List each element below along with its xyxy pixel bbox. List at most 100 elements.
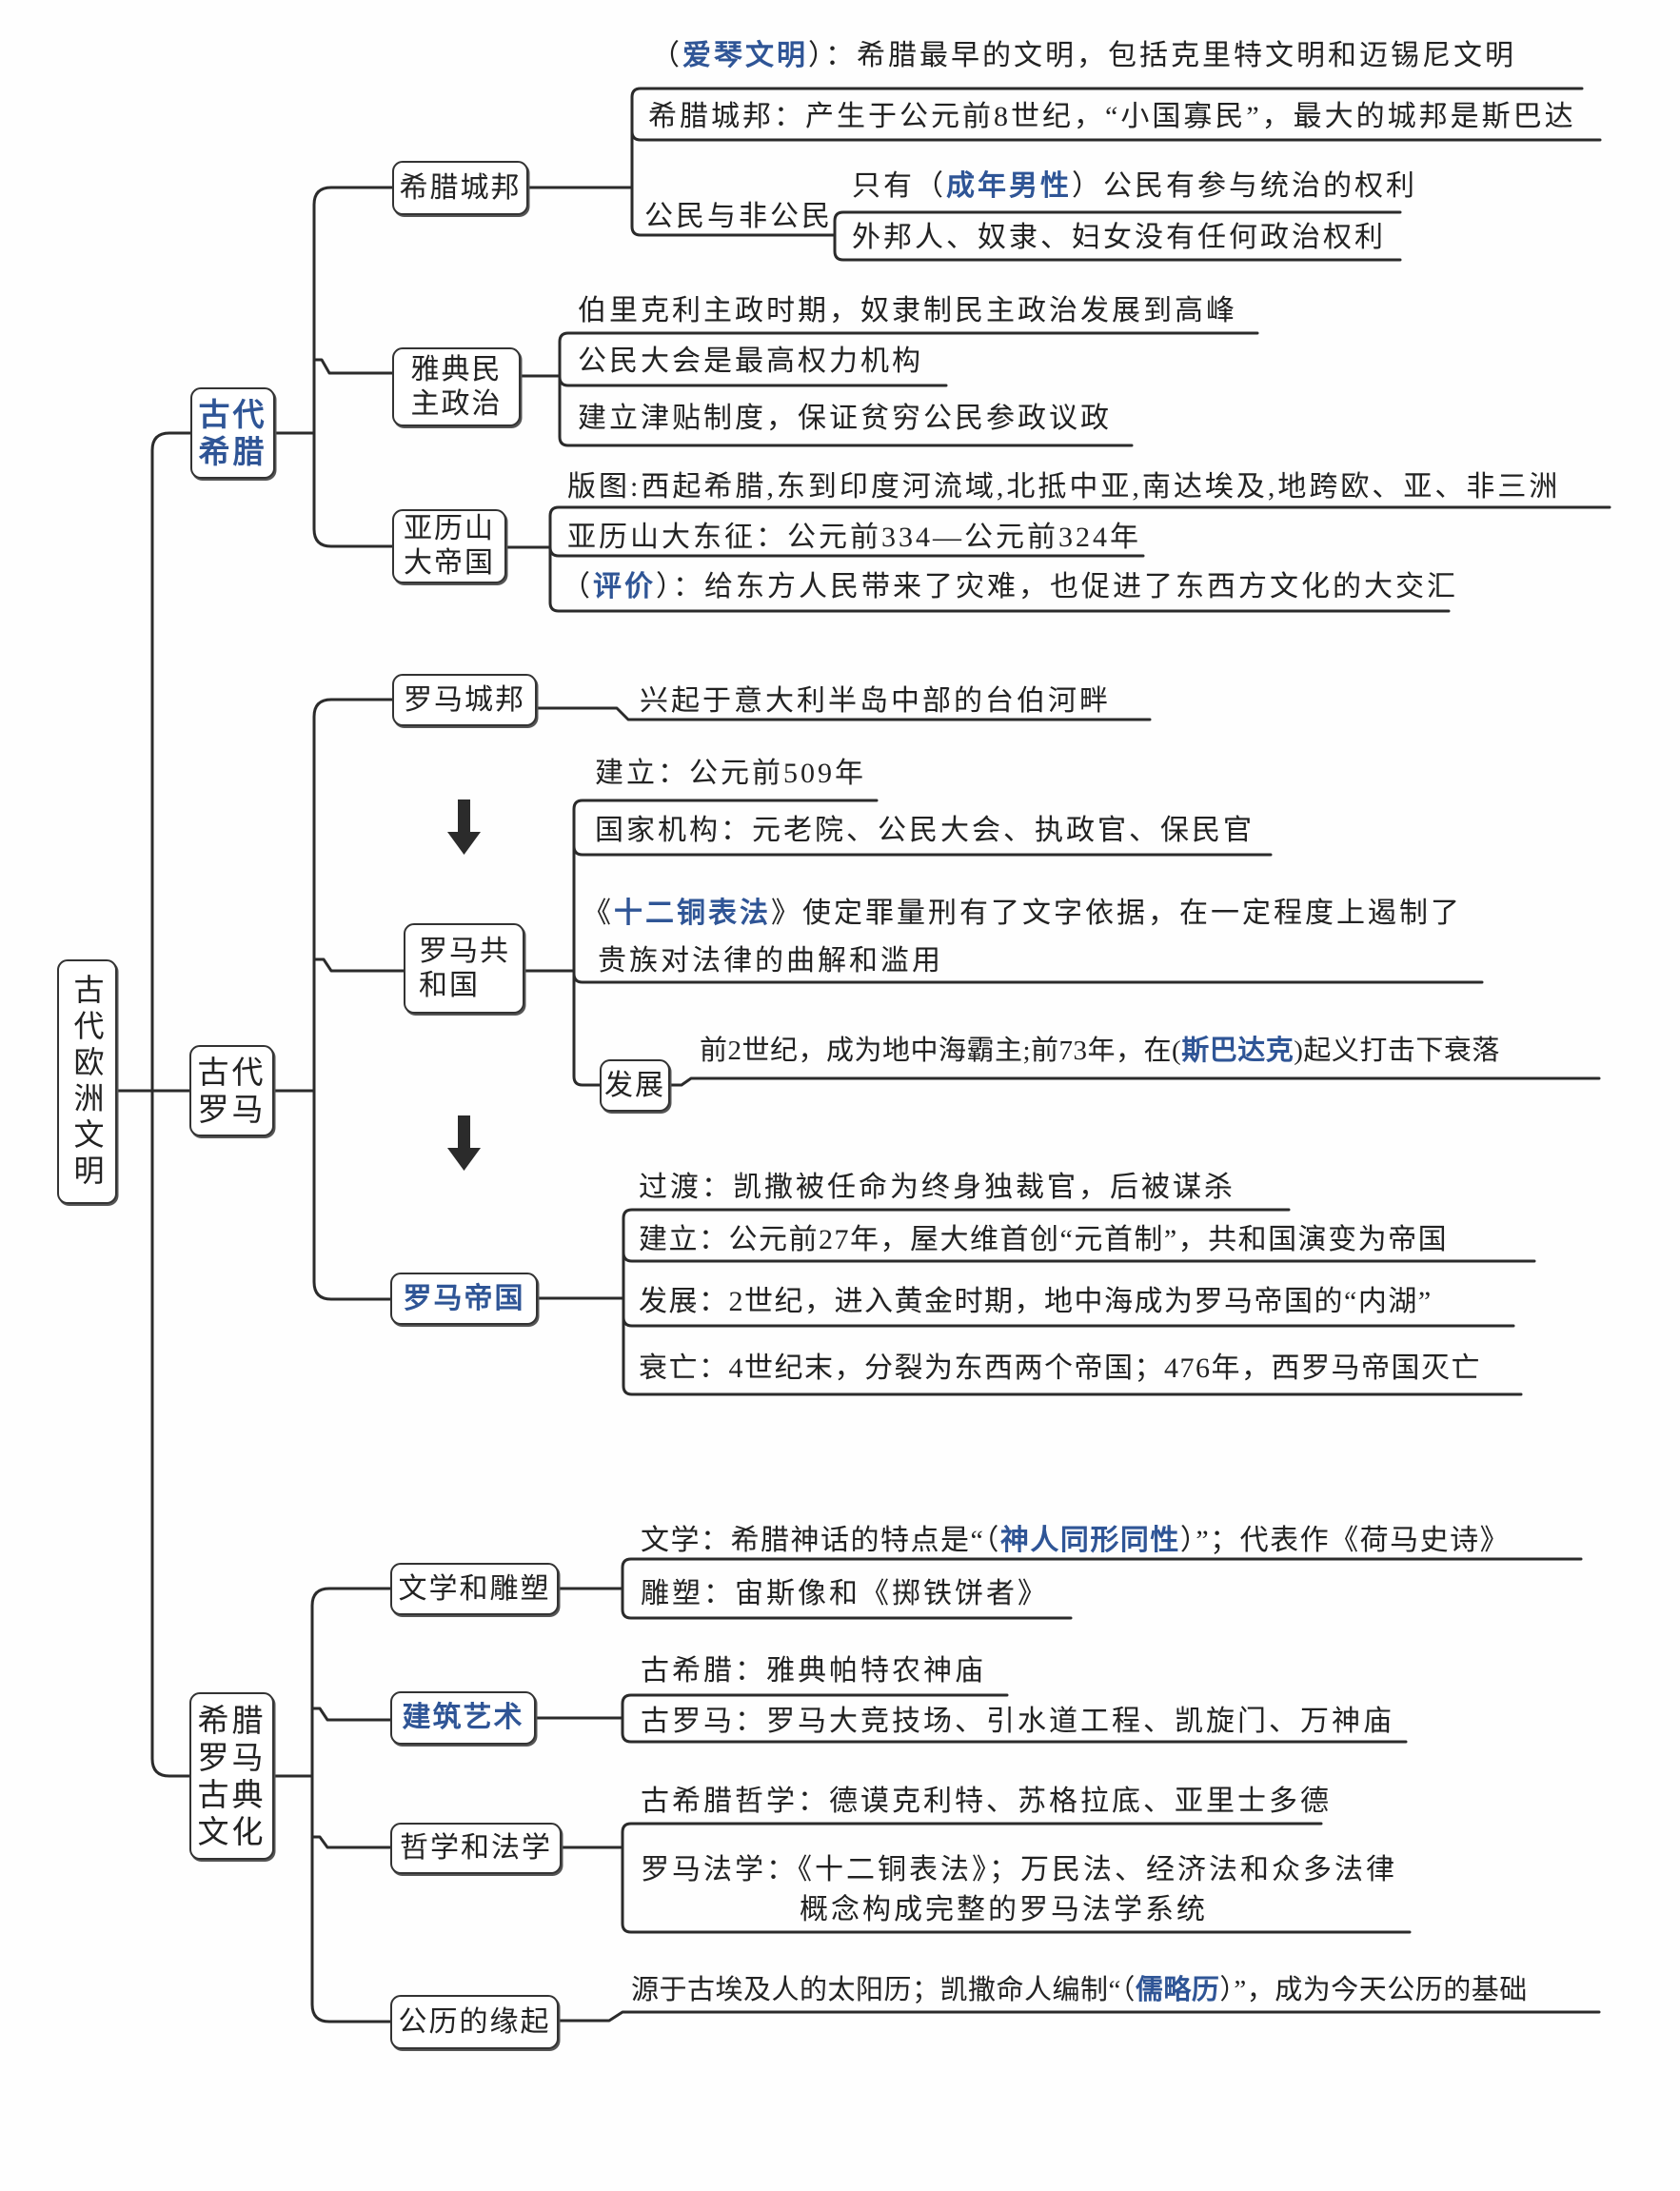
- node-ancient-rome: 古代 罗马: [189, 1045, 274, 1136]
- node-roman-city-state: 罗马城邦: [392, 674, 537, 726]
- leaf-empire-item: 过渡：凯撒被任命为终身独裁官，后被谋杀: [639, 1172, 1235, 1203]
- node-label: 发展: [604, 1068, 665, 1102]
- leaf-literature: 文学：希腊神话的特点是“（神人同形同性）”；代表作《荷马史诗》: [641, 1522, 1510, 1560]
- empire-bracket: [622, 1208, 1523, 1396]
- node-label-line: 希腊: [197, 1702, 267, 1739]
- leaf-text: 前2世纪，成为地中海霸主;前73年，在(: [700, 1036, 1182, 1066]
- node-roman-republic: 罗马共 和国: [404, 923, 524, 1014]
- node-greek-city-states: 希腊城邦: [392, 161, 528, 215]
- leaf-alexander-territory: 版图:西起希腊,东到印度河流域,北抵中亚,南达埃及,地跨欧、亚、非三洲: [567, 471, 1561, 503]
- greek-city-underline: [630, 129, 1602, 142]
- athens-underline: [558, 375, 948, 387]
- athens-branch: [312, 358, 394, 375]
- republic-underline: [572, 972, 1484, 984]
- leaf-twelve-tables-line2: 贵族对法律的曲解和滥用: [598, 945, 943, 977]
- highlight-answer: 成年男性: [946, 169, 1072, 203]
- node-label: 公历的缘起: [398, 2004, 551, 2039]
- root-node: 古代欧洲文明: [57, 959, 117, 1204]
- leaf-text: ）：希腊最早的文明，包括克里特文明和迈锡尼文明: [808, 40, 1516, 71]
- philosophy-bracket: [621, 1822, 1412, 1934]
- leaf-text: )起义打击下衰落: [1294, 1036, 1500, 1066]
- node-label-line: 古代: [198, 396, 267, 433]
- leaf-sculpture: 雕塑：宙斯像和《掷铁饼者》: [641, 1578, 1049, 1609]
- alexander-bracket: [548, 505, 1611, 613]
- leaf-polis: 希腊城邦：产生于公元前8世纪，“小国寡民”，最大的城邦是斯巴达: [648, 101, 1576, 132]
- leaf-republic-institutions: 国家机构：元老院、公民大会、执政官、保民官: [595, 815, 1255, 846]
- highlight-answer: 十二铜表法: [614, 897, 771, 930]
- highlight-answer: 斯巴达克: [1181, 1034, 1295, 1066]
- node-label-line: 希腊: [198, 433, 267, 470]
- leaf-text: （: [651, 40, 682, 71]
- node-classical-culture: 希腊 罗马 古典 文化: [189, 1692, 274, 1860]
- node-label-line: 文化: [197, 1813, 267, 1850]
- highlight-answer: 儒略历: [1135, 1973, 1220, 2005]
- leaf-text: ）”，成为今天公历的基础: [1219, 1975, 1528, 2005]
- leaf-text: ）：给东方人民带来了灾难，也促进了东西方文化的大交汇: [656, 571, 1458, 602]
- leaf-rome-origin: 兴起于意大利半岛中部的台伯河畔: [640, 685, 1111, 717]
- node-philosophy-law: 哲学和法学: [390, 1823, 562, 1874]
- node-label-line: 大帝国: [404, 546, 495, 580]
- architecture-branch: [310, 1707, 392, 1722]
- leaf-roman-law: 罗马法学：《十二铜表法》；万民法、经济法和众多法律: [641, 1854, 1397, 1885]
- leaf-non-citizens: 外邦人、奴隶、妇女没有任何政治权利: [852, 222, 1386, 253]
- node-republic-development: 发展: [600, 1059, 670, 1112]
- leaf-text: 文学：希腊神话的特点是“（: [641, 1525, 1000, 1556]
- node-label-line: 古典: [197, 1776, 267, 1813]
- leaf-alexander-campaign: 亚历山大东征：公元前334—公元前324年: [567, 522, 1141, 553]
- philosophy-branch: [310, 1835, 392, 1849]
- greek-city-bracket: [630, 87, 1584, 237]
- leaf-philosophy: 古希腊哲学：德谟克利特、苏格拉底、亚里士多德: [641, 1786, 1332, 1817]
- republic-branch: [312, 957, 405, 973]
- node-label: 哲学和法学: [400, 1831, 552, 1865]
- node-label-line: 罗马共: [419, 934, 510, 968]
- leaf-republic-development: 前2世纪，成为地中海霸主;前73年，在(斯巴达克)起义打击下衰落: [700, 1031, 1500, 1070]
- development-underline: [668, 1076, 1601, 1087]
- leaf-empire-item: 建立：公元前27年，屋大维首创“元首制”，共和国演变为帝国: [639, 1224, 1449, 1255]
- main-spine: [150, 431, 192, 1778]
- leaf-architecture-greek: 古希腊：雅典帕特农神庙: [641, 1655, 986, 1687]
- citizens-bracket: [833, 210, 1402, 262]
- leaf-citizens-label: 公民与非公民: [644, 201, 833, 232]
- highlight-answer: 爱琴文明: [682, 39, 808, 72]
- alexander-underline: [548, 545, 1145, 558]
- highlight-answer: 评价: [593, 570, 656, 603]
- leaf-empire-item: 发展：2世纪，进入黄金时期，地中海成为罗马帝国的“内湖”: [639, 1286, 1433, 1317]
- leaf-text: 《: [583, 898, 614, 929]
- leaf-twelve-tables: 《十二铜表法》使定罪量刑有了文字依据，在一定程度上遏制了: [583, 895, 1462, 933]
- node-ancient-greece: 古代 希腊: [190, 387, 275, 479]
- leaf-text: 源于古埃及人的太阳历；凯撒命人编制“（: [631, 1975, 1136, 2005]
- leaf-text: ）公民有参与统治的权利: [1072, 170, 1417, 202]
- node-label-line: 和国: [419, 968, 480, 1002]
- node-label-line: 主政治: [410, 386, 503, 421]
- rome-spine: [312, 698, 394, 1301]
- down-arrow-icon: [447, 799, 481, 855]
- root-label: 古代欧洲文明: [69, 973, 106, 1191]
- leaf-text: 》使定罪量刑有了文字依据，在一定程度上遏制了: [771, 898, 1462, 929]
- leaf-empire-item: 衰亡：4世纪末，分裂为东西两个帝国；476年，西罗马帝国灭亡: [639, 1352, 1481, 1384]
- leaf-athens-item: 公民大会是最高权力机构: [578, 345, 923, 377]
- node-label: 罗马城邦: [404, 682, 525, 717]
- node-calendar-origin: 公历的缘起: [390, 1995, 559, 2049]
- leaf-alexander-evaluation: （评价）：给东方人民带来了灾难，也促进了东西方文化的大交汇: [562, 568, 1458, 606]
- node-label-line: 亚历山: [404, 512, 495, 545]
- republic-underline: [572, 844, 1273, 857]
- node-literature-sculpture: 文学和雕塑: [390, 1563, 559, 1615]
- node-label: 建筑艺术: [402, 1701, 524, 1734]
- leaf-athens-item: 建立津贴制度，保证贫穷公民参政议政: [578, 403, 1112, 434]
- down-arrow-icon: [447, 1115, 481, 1171]
- node-label-line: 雅典民: [410, 352, 503, 386]
- leaf-calendar-origin: 源于古埃及人的太阳历；凯撒命人编制“（儒略历）”，成为今天公历的基础: [631, 1970, 1528, 2009]
- republic-bracket: [572, 799, 879, 1087]
- greece-spine: [312, 186, 394, 548]
- rome-city-underline: [535, 706, 1152, 721]
- leaf-roman-law-line2: 概念构成完整的罗马法学系统: [800, 1894, 1208, 1925]
- node-roman-empire: 罗马帝国: [390, 1273, 538, 1325]
- calendar-underline: [557, 2010, 1601, 2023]
- empire-underline: [622, 1251, 1536, 1263]
- leaf-text: ）”；代表作《荷马史诗》: [1179, 1525, 1511, 1556]
- node-label: 文学和雕塑: [398, 1571, 551, 1606]
- node-label-line: 古代: [197, 1054, 267, 1091]
- node-alexander-empire: 亚历山 大帝国: [392, 509, 506, 583]
